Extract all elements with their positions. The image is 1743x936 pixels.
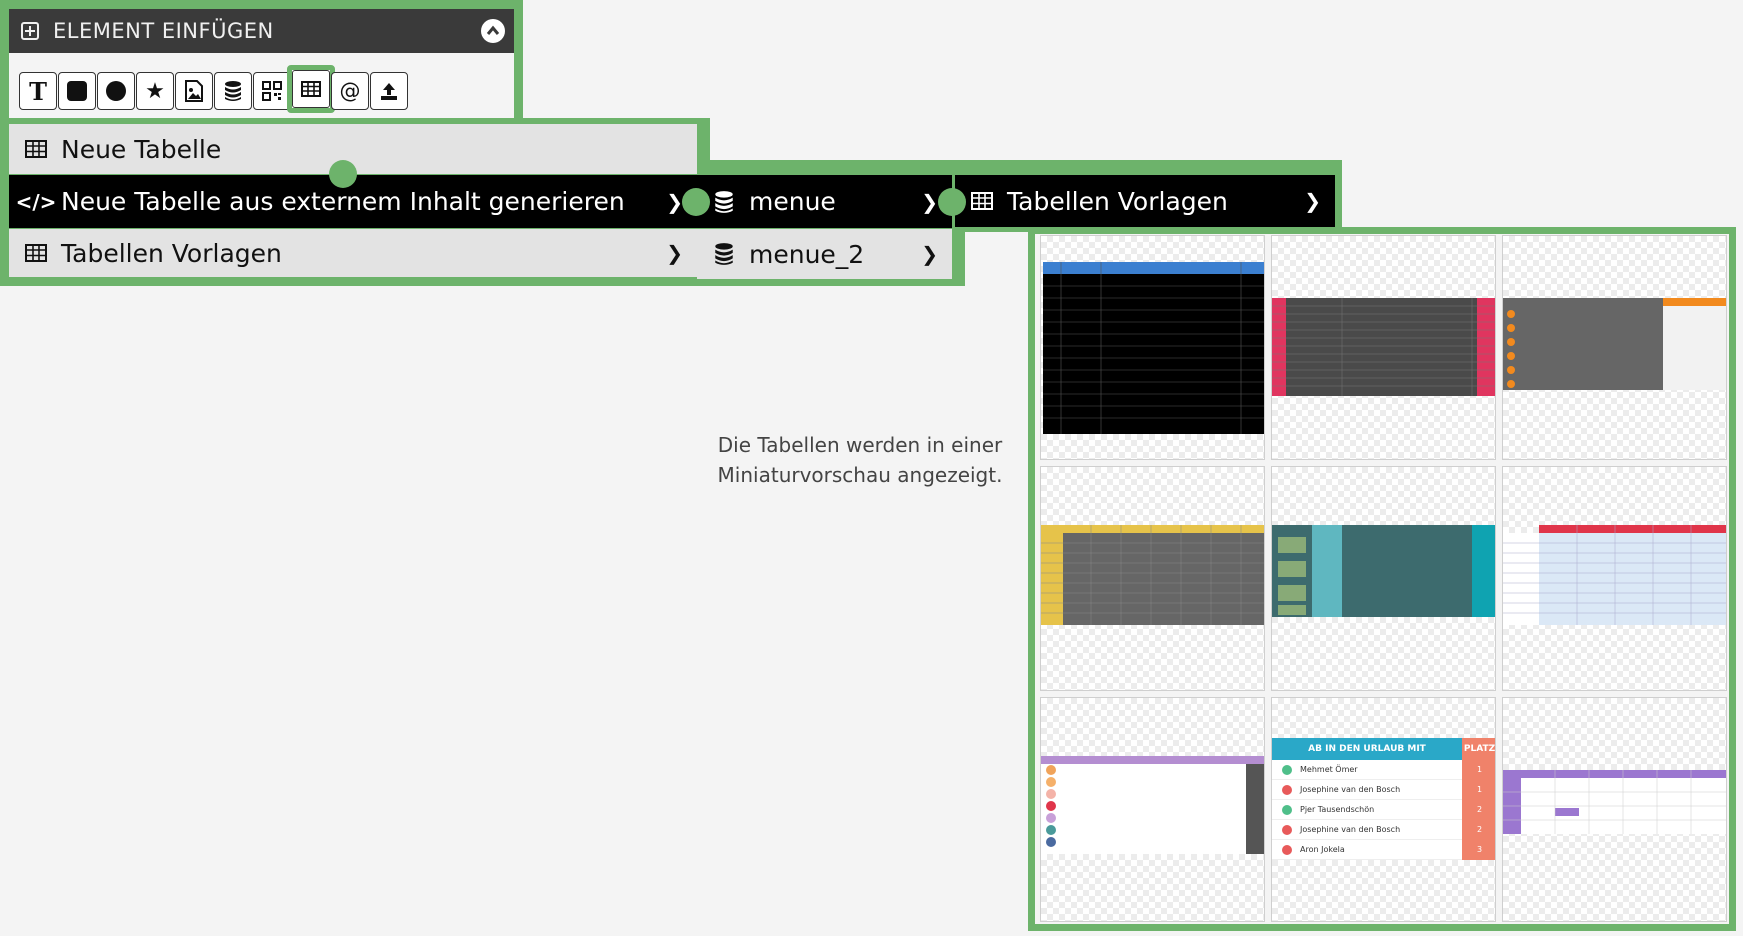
ranking-row: Josephine van den Bosch 2 [1272, 819, 1495, 840]
connector-dot [682, 188, 710, 216]
submenu-item-label: menue_2 [749, 239, 865, 269]
submenu-item-menue-2[interactable]: menue_2 ❯ [697, 229, 952, 279]
upload-tool-icon [381, 83, 397, 100]
template-preview [1041, 525, 1264, 625]
rectangle-tool-button[interactable] [58, 72, 96, 110]
chevron-right-icon: ❯ [921, 242, 938, 266]
menu-item-label: Tabellen Vorlagen [61, 238, 282, 268]
template-preview [1272, 525, 1495, 617]
rectangle-tool-icon [67, 81, 87, 101]
star-tool-button[interactable]: ★ [136, 72, 174, 110]
status-dot-icon [1282, 784, 1292, 795]
submenu-item-table-templates[interactable]: Tabellen Vorlagen ❯ [955, 175, 1335, 227]
database-icon [711, 190, 737, 214]
text-tool-icon: T [29, 76, 47, 106]
template-thumbnail[interactable] [1502, 235, 1727, 460]
menu-item-label: Neue Tabelle aus externem Inhalt generie… [61, 187, 625, 216]
ranking-name: Mehmet Ömer [1300, 765, 1358, 774]
table-icon [23, 140, 49, 158]
template-preview [1503, 525, 1726, 625]
chevron-right-icon: ❯ [666, 241, 683, 265]
circle-tool-icon [106, 81, 126, 101]
ranking-place: 2 [1462, 819, 1495, 840]
collapse-chevron-up-icon[interactable] [481, 19, 505, 43]
menu-item-generate-from-external[interactable]: </> Neue Tabelle aus externem Inhalt gen… [9, 175, 697, 228]
template-preview [1503, 770, 1726, 834]
ranking-row: Pjer Tausendschön 2 [1272, 799, 1495, 820]
table-icon [969, 192, 995, 210]
chevron-right-icon: ❯ [921, 189, 938, 214]
image-tool-button[interactable] [175, 72, 213, 110]
chevron-right-icon: ❯ [666, 189, 683, 214]
element-toolbar: T ★ @ [9, 53, 514, 119]
menu-item-label: Neue Tabelle [61, 134, 222, 164]
status-dot-icon [1282, 764, 1292, 775]
status-dot-icon [1282, 824, 1292, 835]
template-thumbnail[interactable] [1502, 466, 1727, 691]
template-preview [1041, 756, 1264, 854]
star-tool-icon: ★ [145, 78, 165, 104]
preview-caption: Die Tabellen werden in einer Miniaturvor… [717, 433, 1003, 487]
submenu-item-menue[interactable]: menue ❯ [697, 175, 952, 228]
ranking-place: 1 [1462, 779, 1495, 800]
menu-item-table-templates[interactable]: Tabellen Vorlagen ❯ [9, 229, 697, 277]
table-icon [23, 244, 49, 262]
database-tool-icon [225, 81, 241, 101]
code-icon: </> [15, 189, 57, 214]
panel-header[interactable]: ELEMENT EINFÜGEN [9, 9, 514, 53]
template-preview [1503, 298, 1726, 390]
database-tool-button[interactable] [214, 72, 252, 110]
template-thumbnail[interactable] [1040, 697, 1265, 922]
ranking-name: Pjer Tausendschön [1300, 805, 1375, 814]
template-thumbnail[interactable] [1040, 235, 1265, 460]
upload-tool-button[interactable] [370, 72, 408, 110]
connector-dot [938, 188, 966, 216]
ranking-header: AB IN DEN URLAUB MIT PLATZ [1272, 738, 1495, 760]
submenu-item-label: Tabellen Vorlagen [1007, 186, 1228, 216]
submenu-item-label: menue [749, 187, 836, 216]
template-preview [1043, 262, 1264, 434]
qr-code-tool-button[interactable] [253, 72, 291, 110]
connector-dot [329, 160, 357, 188]
template-thumbnail[interactable] [1502, 697, 1727, 922]
plus-box-icon [21, 22, 39, 40]
ranking-title: AB IN DEN URLAUB MIT [1308, 744, 1426, 754]
panel-title: ELEMENT EINFÜGEN [53, 19, 274, 43]
text-tool-button[interactable]: T [19, 72, 57, 110]
at-sign-tool-icon: @ [339, 79, 361, 103]
table-tool-icon [301, 81, 321, 97]
ranking-name: Aron Jokela [1300, 845, 1345, 854]
table-tool-button[interactable] [287, 65, 335, 113]
ranking-place-header: PLATZ [1462, 738, 1495, 760]
template-thumbnail[interactable] [1271, 235, 1496, 460]
ranking-place: 1 [1462, 759, 1495, 780]
at-sign-tool-button[interactable]: @ [331, 72, 369, 110]
ranking-name: Josephine van den Bosch [1300, 785, 1401, 794]
ranking-row: Aron Jokela 3 [1272, 839, 1495, 860]
ranking-row: Josephine van den Bosch 1 [1272, 779, 1495, 800]
ranking-place: 3 [1462, 839, 1495, 860]
insert-element-panel: ELEMENT EINFÜGEN T ★ @ [0, 0, 523, 124]
template-thumbnail[interactable] [1271, 466, 1496, 691]
database-icon [711, 242, 737, 266]
status-dot-icon [1282, 844, 1292, 855]
template-preview [1272, 298, 1495, 396]
ranking-place: 2 [1462, 799, 1495, 820]
image-tool-icon [185, 80, 203, 102]
chevron-right-icon: ❯ [1304, 189, 1321, 213]
status-dot-icon [1282, 804, 1292, 815]
ranking-name: Josephine van den Bosch [1300, 825, 1401, 834]
qr-code-tool-icon [262, 81, 282, 101]
ranking-row: Mehmet Ömer 1 [1272, 759, 1495, 780]
template-thumbnail[interactable] [1040, 466, 1265, 691]
circle-tool-button[interactable] [97, 72, 135, 110]
